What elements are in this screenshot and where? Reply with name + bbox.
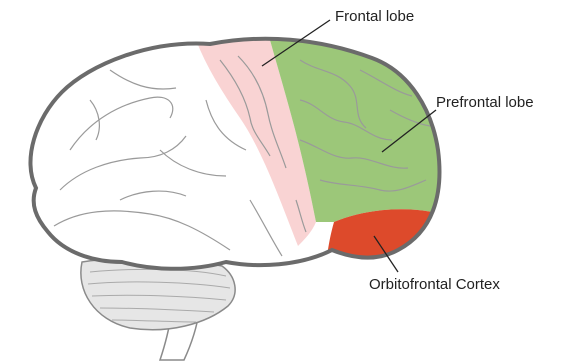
- frontal-lobe-label: Frontal lobe: [335, 8, 414, 26]
- orbitofrontal-cortex-label: Orbitofrontal Cortex: [369, 276, 500, 294]
- prefrontal-lobe-label: Prefrontal lobe: [436, 94, 534, 112]
